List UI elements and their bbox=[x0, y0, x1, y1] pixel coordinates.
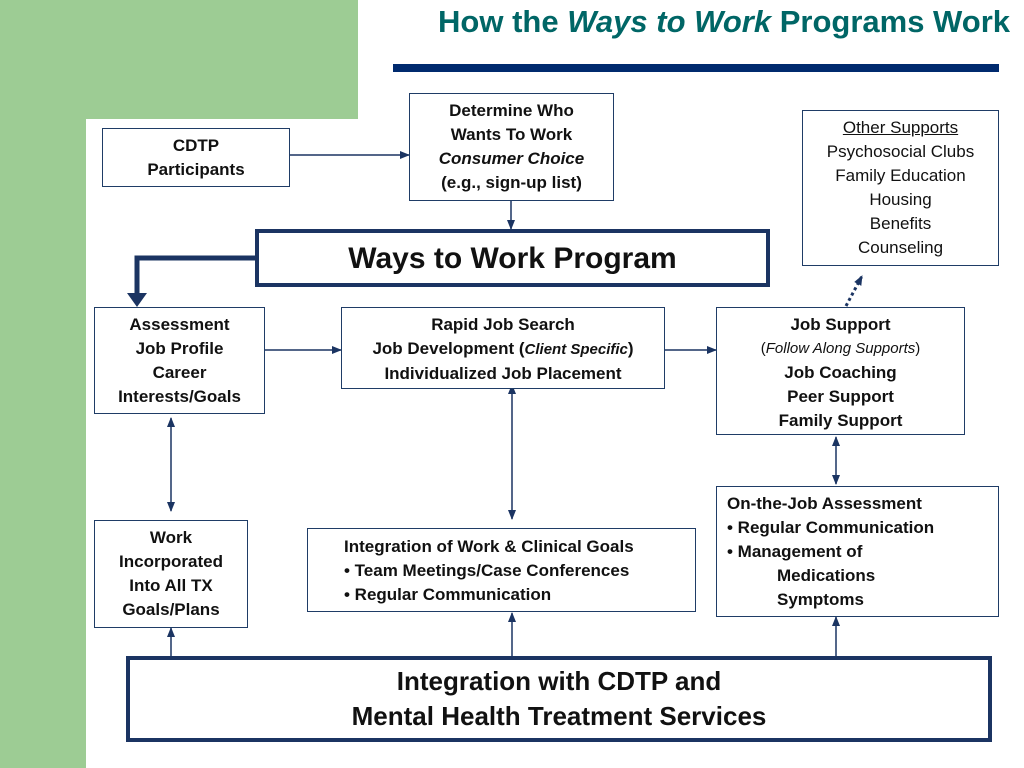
integration-cdtp-box: Integration with CDTP and Mental Health … bbox=[126, 656, 992, 742]
integration-work-heading: Integration of Work & Clinical Goals bbox=[344, 537, 634, 556]
rapid-line2-end: ) bbox=[627, 339, 634, 358]
rapid-line1: Rapid Job Search bbox=[431, 315, 575, 334]
cdtp-line: CDTP bbox=[172, 136, 220, 155]
determine-who-box: Determine Who Wants To Work Consumer Cho… bbox=[409, 93, 614, 201]
integration-cdtp-line1: Integration with CDTP and bbox=[396, 666, 722, 696]
program-label: Ways to Work Program bbox=[348, 242, 677, 275]
determine-line3: Consumer Choice bbox=[438, 149, 585, 168]
arrow-program-to-assessment bbox=[134, 255, 256, 300]
rapid-line2: Job Development (Client Specific) bbox=[342, 337, 664, 362]
other-supports-item: Housing bbox=[869, 190, 932, 209]
determine-line4: (e.g., sign-up list) bbox=[441, 173, 582, 192]
job-support-box: Job Support (Follow Along Supports) Job … bbox=[716, 307, 965, 435]
title-prefix: How the bbox=[438, 4, 559, 39]
determine-line2: Wants To Work bbox=[450, 125, 573, 144]
integration-cdtp-line2: Mental Health Treatment Services bbox=[351, 701, 767, 731]
work-line: Work bbox=[149, 528, 193, 547]
on-job-heading: On-the-Job Assessment bbox=[727, 494, 922, 513]
work-incorporated-box: Work Incorporated Into All TX Goals/Plan… bbox=[94, 520, 248, 628]
on-job-bullet: • Management of bbox=[727, 542, 863, 561]
work-line: Into All TX bbox=[129, 576, 213, 595]
page-title: How the Ways to Work Programs Work bbox=[370, 4, 1010, 40]
assessment-line: Career bbox=[152, 363, 207, 382]
other-supports-box: Other Supports Psychosocial Clubs Family… bbox=[802, 110, 999, 266]
ways-to-work-program-box: Ways to Work Program bbox=[255, 229, 770, 287]
title-rule bbox=[393, 64, 999, 72]
on-job-bullet: • Regular Communication bbox=[727, 518, 935, 537]
arrow-program-to-assessment-head bbox=[127, 293, 147, 307]
job-support-close: ) bbox=[915, 340, 921, 357]
rapid-line2-main: Job Development ( bbox=[372, 339, 525, 358]
other-supports-heading: Other Supports bbox=[842, 118, 959, 137]
assessment-line: Interests/Goals bbox=[118, 387, 241, 406]
job-support-line3: Job Coaching bbox=[784, 363, 897, 382]
rapid-line3: Individualized Job Placement bbox=[384, 364, 622, 383]
on-the-job-assessment-box: On-the-Job Assessment • Regular Communic… bbox=[716, 486, 999, 617]
work-line: Incorporated bbox=[119, 552, 223, 571]
green-top-panel bbox=[0, 0, 358, 119]
green-side-panel bbox=[0, 0, 86, 768]
rapid-line2-italic: Client Specific bbox=[524, 341, 628, 358]
other-supports-item: Counseling bbox=[857, 238, 944, 257]
other-supports-item: Benefits bbox=[869, 214, 932, 233]
integration-work-clinical-box: Integration of Work & Clinical Goals • T… bbox=[307, 528, 696, 612]
dotted-jobsupport-to-other bbox=[844, 275, 864, 307]
title-emphasis: Ways to Work bbox=[567, 4, 772, 39]
on-job-sub: Symptoms bbox=[777, 590, 864, 609]
title-suffix: Programs Work bbox=[779, 4, 1010, 39]
job-support-line2: (Follow Along Supports) bbox=[717, 337, 964, 361]
job-support-open: ( bbox=[760, 340, 766, 357]
job-support-italic: Follow Along Supports bbox=[765, 340, 916, 357]
integration-work-bullet: • Regular Communication bbox=[344, 585, 552, 604]
participants-line: Participants bbox=[147, 160, 245, 179]
job-support-line1: Job Support bbox=[790, 315, 891, 334]
assessment-box: Assessment Job Profile Career Interests/… bbox=[94, 307, 265, 414]
other-supports-item: Family Education bbox=[835, 166, 966, 185]
job-support-line5: Family Support bbox=[778, 411, 903, 430]
work-line: Goals/Plans bbox=[122, 600, 220, 619]
on-job-sub: Medications bbox=[777, 566, 876, 585]
assessment-line: Job Profile bbox=[135, 339, 224, 358]
determine-line1: Determine Who bbox=[449, 101, 574, 120]
other-supports-item: Psychosocial Clubs bbox=[826, 142, 975, 161]
cdtp-participants-box: CDTP Participants bbox=[102, 128, 290, 187]
integration-work-bullet: • Team Meetings/Case Conferences bbox=[344, 561, 630, 580]
assessment-line: Assessment bbox=[129, 315, 230, 334]
job-support-line4: Peer Support bbox=[787, 387, 894, 406]
rapid-job-search-box: Rapid Job Search Job Development (Client… bbox=[341, 307, 665, 389]
